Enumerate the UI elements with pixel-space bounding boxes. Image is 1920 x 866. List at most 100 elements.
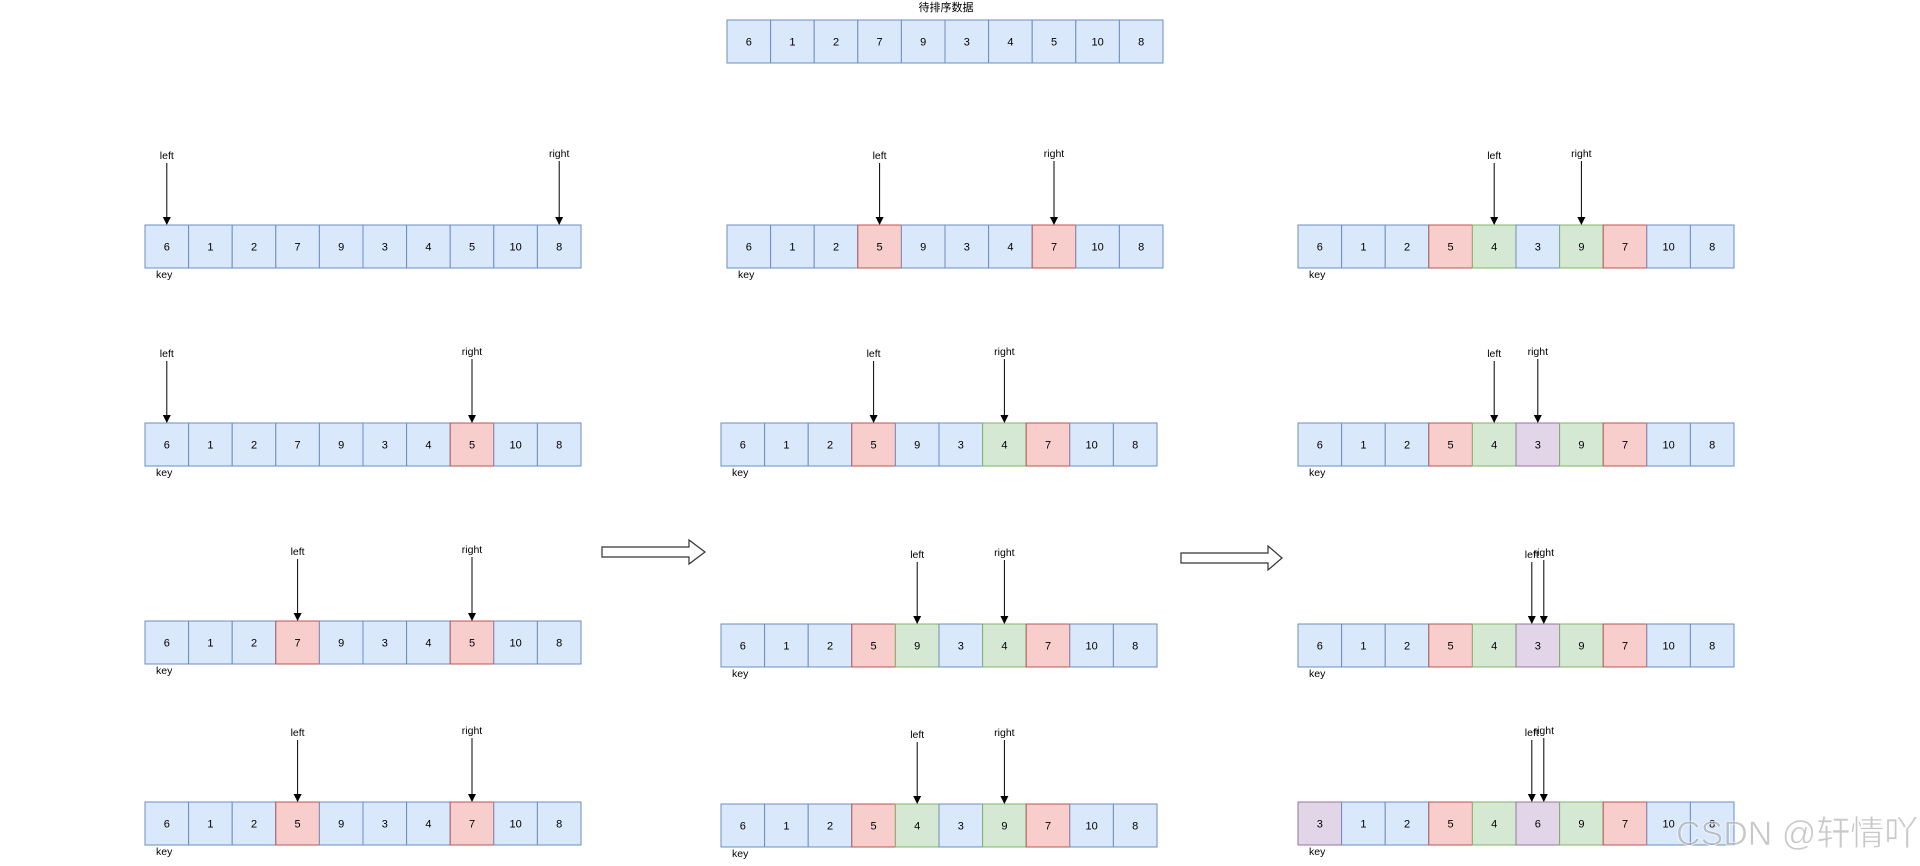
- cell-value: 9: [914, 641, 920, 653]
- array-cell: [1384, 224, 1430, 269]
- cell-value: 8: [1709, 819, 1715, 831]
- cell-value: 10: [1662, 242, 1674, 254]
- cell-value: 6: [1317, 242, 1323, 254]
- cell-value: 9: [1578, 819, 1584, 831]
- key-label: key: [1309, 846, 1326, 858]
- right-pointer-label: right: [994, 547, 1015, 559]
- array-cell: [1602, 623, 1648, 668]
- left-pointer-label: left: [910, 729, 924, 741]
- left-pointer-label: left: [910, 549, 924, 561]
- cell-value: 3: [1535, 641, 1541, 653]
- right-pointer-label: right: [1528, 346, 1549, 358]
- array-cell: [1559, 422, 1604, 467]
- left-pointer-label: left: [1525, 549, 1539, 561]
- cell-value: 3: [1535, 440, 1541, 452]
- cell-value: 5: [1448, 242, 1454, 254]
- cell-value: 7: [295, 638, 301, 650]
- cell-value: 1: [789, 242, 795, 254]
- cell-value: 5: [469, 638, 475, 650]
- array-cell: [1031, 19, 1077, 64]
- array-cell: [1689, 422, 1735, 467]
- array-cell: [770, 19, 815, 64]
- cell-value: 2: [827, 641, 833, 653]
- array-cell: [318, 620, 364, 665]
- watermark: CSDN @轩情吖: [1676, 815, 1918, 853]
- array-cell: [1559, 623, 1604, 668]
- transition-arrow-1: [601, 538, 706, 566]
- array-cell: [406, 422, 451, 467]
- array-cell: [1112, 623, 1158, 668]
- cell-value: 3: [382, 819, 388, 831]
- array-cell: [231, 224, 277, 269]
- cell-value: 4: [1007, 37, 1013, 49]
- array-cell: [449, 224, 495, 269]
- key-label: key: [732, 668, 749, 680]
- cell-value: 1: [789, 37, 795, 49]
- cell-value: 6: [746, 37, 752, 49]
- cell-value: 7: [1622, 641, 1628, 653]
- cell-value: 7: [1045, 440, 1051, 452]
- array-cell: [988, 19, 1033, 64]
- array-cell: [813, 19, 859, 64]
- array-cell: [807, 623, 853, 668]
- array-cell: [764, 623, 809, 668]
- array-cell: [188, 801, 233, 846]
- array-cell: [144, 620, 190, 665]
- cell-value: 7: [1045, 641, 1051, 653]
- cell-value: 8: [1138, 242, 1144, 254]
- cell-value: 2: [833, 242, 839, 254]
- array-cell: [938, 422, 984, 467]
- cell-value: 8: [1709, 641, 1715, 653]
- array-cell: [988, 224, 1033, 269]
- cell-value: 3: [1535, 242, 1541, 254]
- cell-value: 10: [509, 440, 521, 452]
- array-cell: [1112, 422, 1158, 467]
- cell-value: 10: [1662, 641, 1674, 653]
- left-pointer-label: left: [867, 348, 881, 360]
- cell-value: 9: [914, 440, 920, 452]
- array-cell: [1559, 801, 1604, 846]
- cell-value: 1: [1360, 641, 1366, 653]
- cell-value: 1: [207, 440, 213, 452]
- key-label: key: [156, 269, 173, 281]
- array-cell: [1515, 422, 1561, 467]
- array-cell: [1384, 623, 1430, 668]
- cell-value: 6: [740, 440, 746, 452]
- cell-value: 4: [1007, 242, 1013, 254]
- array-cell: [938, 623, 984, 668]
- cell-value: 3: [382, 638, 388, 650]
- cell-value: 4: [1491, 440, 1497, 452]
- cell-value: 10: [509, 638, 521, 650]
- cell-value: 2: [1404, 242, 1410, 254]
- cell-value: 1: [783, 641, 789, 653]
- cell-value: 9: [1578, 242, 1584, 254]
- cell-value: 6: [164, 242, 170, 254]
- key-label: key: [732, 848, 749, 860]
- cell-value: 8: [556, 242, 562, 254]
- array-cell: [1602, 422, 1648, 467]
- array-cell: [144, 801, 190, 846]
- cell-value: 6: [746, 242, 752, 254]
- cell-value: 5: [1448, 641, 1454, 653]
- array-cell: [1471, 224, 1517, 269]
- array-cell: [1689, 224, 1735, 269]
- cell-value: 9: [338, 819, 344, 831]
- array-cell: [764, 422, 809, 467]
- cell-value: 6: [1317, 641, 1323, 653]
- diagram-title: 待排序数据: [919, 0, 974, 14]
- cell-value: 5: [877, 242, 883, 254]
- cell-value: 8: [1132, 821, 1138, 833]
- array-cell: [1031, 224, 1077, 269]
- cell-value: 2: [251, 242, 257, 254]
- cell-value: 3: [964, 242, 970, 254]
- cell-value: 7: [1622, 242, 1628, 254]
- array-cell: [944, 19, 990, 64]
- array-cell: [1428, 422, 1473, 467]
